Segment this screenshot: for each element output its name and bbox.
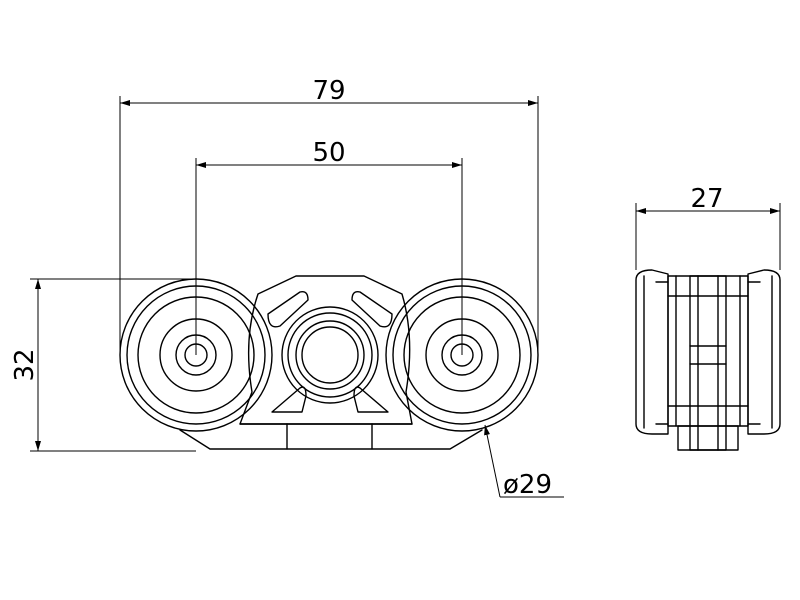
dimension-label-50: 50: [312, 138, 345, 168]
side-center-plate: [689, 275, 727, 451]
dimension-wheel-diameter: ø29: [484, 424, 564, 500]
center-bearing: [281, 306, 379, 404]
side-base: [677, 425, 739, 451]
dimension-label-27: 27: [690, 184, 723, 214]
dimension-label-32: 32: [10, 348, 40, 381]
dimension-depth: 27: [635, 184, 781, 270]
side-wheel-left: [635, 269, 669, 435]
housing-cutout-top-left: [267, 290, 309, 328]
housing-cutout-top-right: [351, 290, 393, 328]
dimension-height: 32: [10, 278, 196, 452]
side-view: [635, 269, 781, 451]
housing-cutout-bottom-left: [271, 386, 307, 413]
side-body: [667, 275, 749, 427]
dimension-label-diameter: ø29: [503, 470, 552, 500]
side-wheel-right: [747, 269, 781, 435]
housing-cutout-bottom-right: [353, 386, 389, 413]
dimension-wheel-spacing: 50: [195, 138, 463, 355]
front-view: [119, 275, 539, 450]
dimension-overall-width: 79: [119, 76, 539, 355]
dimension-label-79: 79: [312, 76, 345, 106]
base-plate: [179, 429, 483, 450]
